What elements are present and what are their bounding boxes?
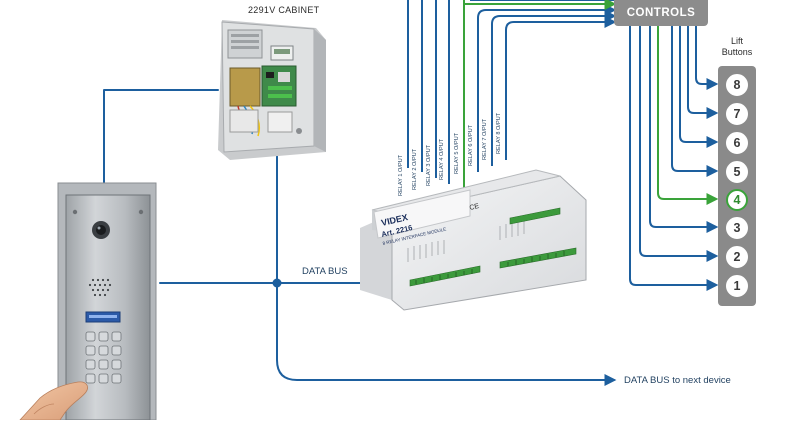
- lift-button-6: 6: [726, 132, 748, 154]
- relay-output-wires: [407, 0, 617, 190]
- data-bus-next-device-label: DATA BUS to next device: [624, 375, 731, 386]
- cabinet-title: 2291V CABINET: [248, 5, 320, 15]
- module-terminals: [409, 207, 577, 287]
- lift-button-5: 5: [726, 161, 748, 183]
- wire-to-button-6: [679, 26, 719, 148]
- relay-wire-8: [505, 16, 617, 160]
- cabinet-2291v: [218, 20, 326, 160]
- data-bus-junction-dot: [272, 278, 282, 288]
- module-ce-mark: CE: [469, 203, 480, 212]
- relay-output-label-6: RELAY 6 O/PUT: [468, 124, 474, 166]
- wire-to-button-2: [639, 26, 719, 262]
- relay-output-label-1: RELAY 1 O/PUT: [398, 154, 404, 196]
- door-entry-panel: [19, 182, 157, 421]
- lift-button-2: 2: [726, 246, 748, 268]
- wire-to-button-5: [671, 26, 719, 177]
- lift-button-7: 7: [726, 103, 748, 125]
- wire-to-button-1: [629, 26, 719, 291]
- lift-button-8: 8: [726, 74, 748, 96]
- data-bus-next-device-wire: [276, 151, 617, 386]
- lift-title-line2: Buttons: [721, 47, 753, 57]
- controls-box: CONTROLS: [614, 0, 708, 26]
- wire-to-button-3: [649, 26, 719, 233]
- relay-output-label-3: RELAY 3 O/PUT: [426, 144, 432, 186]
- wire-to-button-7: [687, 26, 719, 119]
- relay-output-labels: RELAY 1 O/PUT RELAY 2 O/PUT RELAY 3 O/PUT R…: [398, 112, 502, 196]
- data-bus-label: DATA BUS: [302, 266, 348, 277]
- lift-button-3: 3: [726, 217, 748, 239]
- controls-label: CONTROLS: [626, 7, 696, 19]
- hand-pressing-key: [19, 381, 88, 421]
- relay-wire-6: [477, 4, 617, 172]
- lift-button-panel: 8 7 6 5 4 3 2 1: [718, 66, 756, 306]
- relay-wire-7: [491, 10, 617, 166]
- cabinet-to-panel-wire: [103, 89, 219, 197]
- relay-output-label-7: RELAY 7 O/PUT: [482, 118, 488, 160]
- relay-output-label-8: RELAY 8 O/PUT: [496, 112, 502, 154]
- relay-output-label-5: RELAY 5 O/PUT: [454, 132, 460, 174]
- wire-to-button-8: [695, 26, 719, 90]
- lift-button-1: 1: [726, 275, 748, 297]
- cabinet-board-1: [229, 67, 261, 107]
- keypad: [85, 331, 122, 384]
- lift-button-wires: [629, 26, 719, 291]
- relay-output-label-2: RELAY 2 O/PUT: [412, 148, 418, 190]
- lift-title-line1: Lift: [730, 36, 743, 46]
- speaker-grille: [88, 278, 112, 297]
- relay-module: VIDEX Art. 2216 8 RELAY INTERFACE MODULE…: [360, 169, 587, 311]
- wire-to-button-4: [657, 26, 719, 205]
- relay-output-label-4: RELAY 4 O/PUT: [439, 138, 445, 180]
- lift-button-4: 4: [726, 189, 748, 211]
